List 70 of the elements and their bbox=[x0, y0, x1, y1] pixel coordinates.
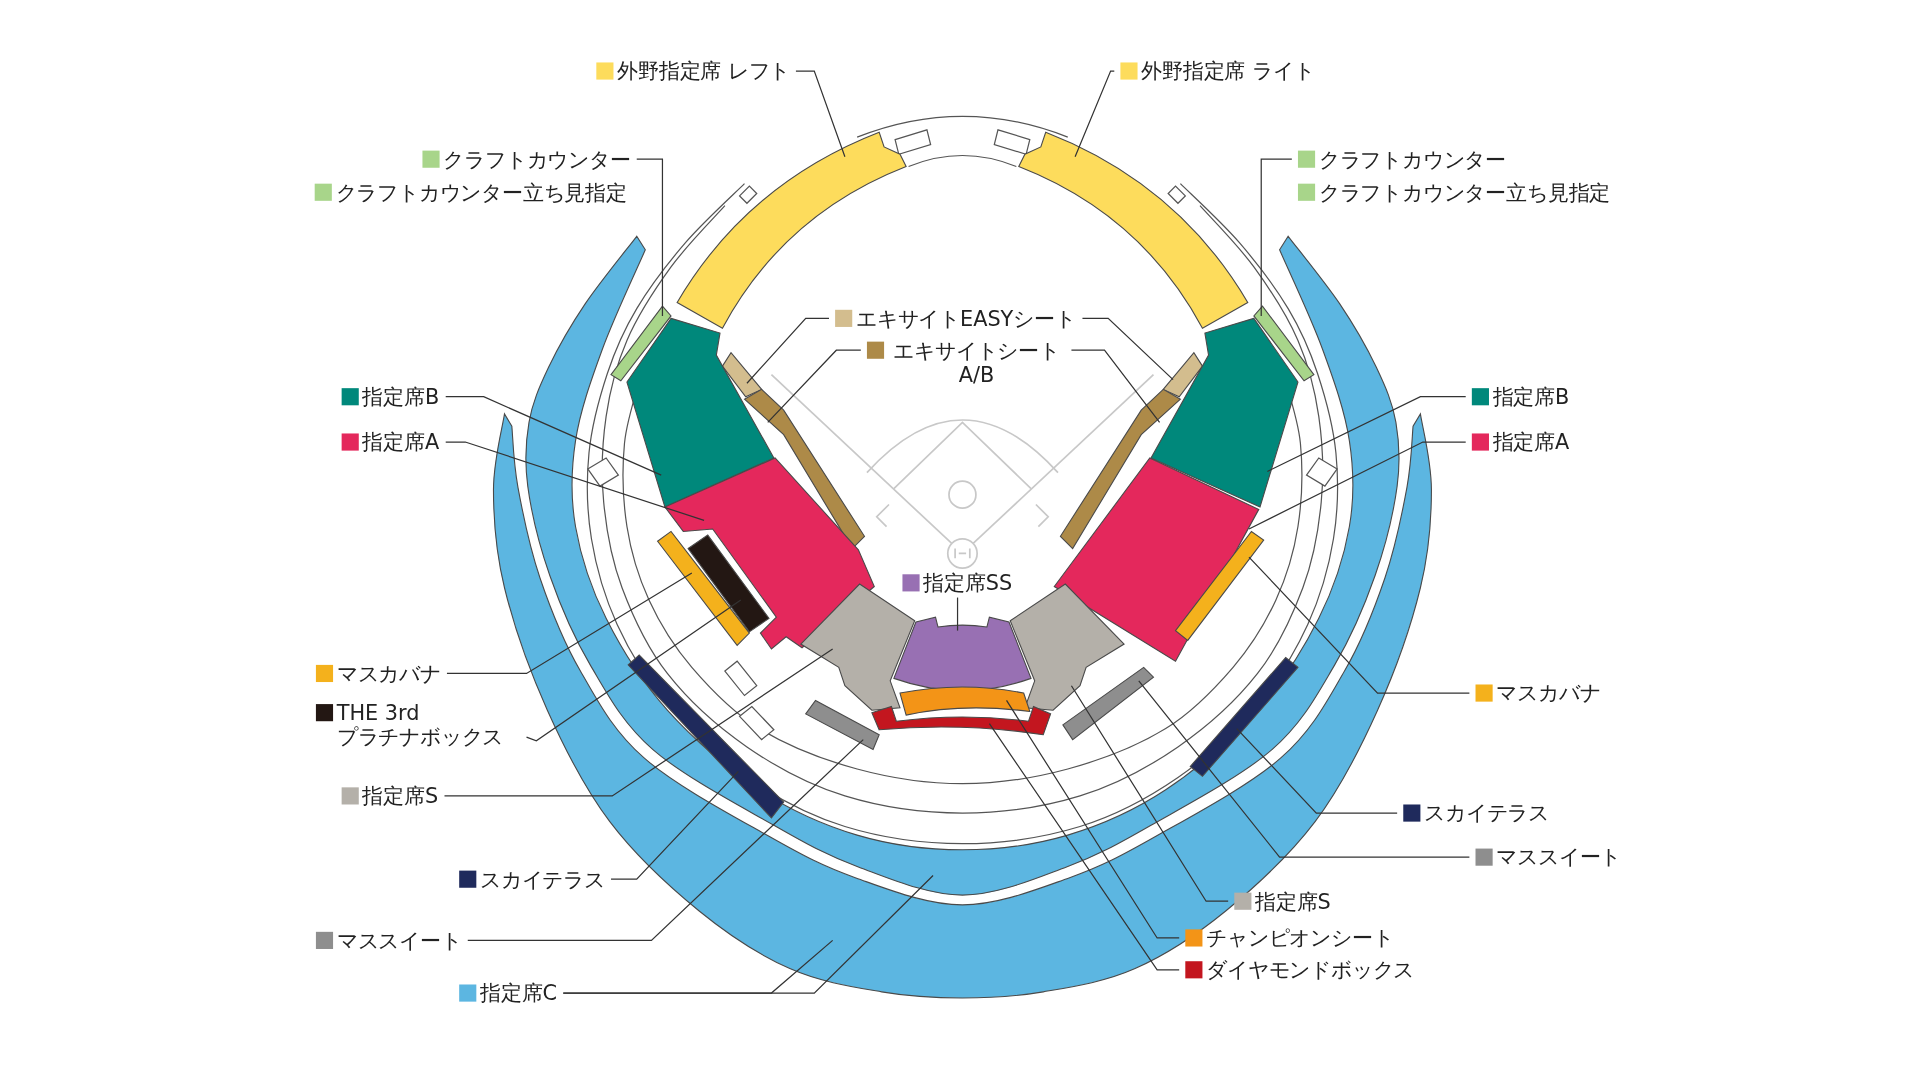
seat-section bbox=[1062, 666, 1155, 741]
leader-line bbox=[610, 770, 739, 880]
leader-line bbox=[1081, 317, 1174, 381]
seat-label: ダイヤモンドボックス bbox=[1206, 957, 1415, 983]
leader-line bbox=[1070, 685, 1229, 902]
leader-line bbox=[636, 158, 664, 317]
leader-line bbox=[767, 349, 862, 424]
leader-line bbox=[525, 599, 742, 742]
leader-line bbox=[746, 317, 830, 384]
seat-label: 指定席B bbox=[1492, 384, 1570, 409]
seat-section bbox=[871, 706, 1052, 736]
seat-label: 外野指定席 レフト bbox=[617, 58, 791, 84]
seat-section bbox=[1189, 656, 1299, 778]
leader-line bbox=[1266, 396, 1467, 473]
seat-label: 指定席A bbox=[362, 429, 440, 455]
leader-line bbox=[1260, 158, 1293, 317]
leader-line bbox=[445, 396, 662, 476]
leader-line bbox=[1070, 349, 1161, 424]
leader-line bbox=[467, 739, 864, 941]
leader-line bbox=[988, 723, 1180, 971]
seat-section bbox=[610, 305, 672, 382]
seat-label: THE 3rd プラチナボックス bbox=[336, 700, 505, 750]
leader-line bbox=[446, 572, 693, 675]
seat-label: スカイテラス bbox=[480, 866, 605, 892]
seat-section bbox=[656, 530, 751, 647]
seat-section bbox=[1053, 457, 1260, 662]
seat-label: 指定席SS bbox=[923, 570, 1013, 596]
seat-section bbox=[1162, 351, 1204, 398]
seat-section bbox=[721, 351, 763, 398]
leader-line bbox=[562, 874, 934, 994]
seat-section bbox=[1174, 530, 1265, 642]
leader-line bbox=[445, 441, 705, 521]
seat-label: マスカバナ bbox=[1496, 680, 1601, 706]
seat-label: 外野指定席 ライト bbox=[1141, 58, 1315, 84]
seat-label: エキサイトシート A/B bbox=[892, 337, 1061, 387]
seat-label: マススイート bbox=[336, 928, 462, 953]
seat-section bbox=[1253, 305, 1315, 382]
seat-label: 指定席A bbox=[1492, 429, 1570, 455]
leader-line bbox=[1236, 727, 1398, 814]
leader-line bbox=[795, 70, 846, 158]
seat-label: 指定席S bbox=[362, 783, 439, 809]
leader-line bbox=[443, 648, 834, 797]
seat-section bbox=[804, 699, 880, 751]
seat-label: クラフトカウンター立ち見指定 bbox=[335, 180, 627, 205]
seat-label: マスカバナ bbox=[336, 661, 441, 686]
seat-section bbox=[1059, 388, 1182, 550]
seat-label: エキサイトEASYシート bbox=[855, 306, 1076, 331]
seat-section bbox=[627, 654, 785, 819]
seat-section bbox=[899, 686, 1031, 716]
leader-line bbox=[1005, 699, 1180, 939]
seat-label: スカイテラス bbox=[1424, 800, 1549, 826]
seat-label: クラフトカウンター立ち見指定 bbox=[1318, 180, 1611, 205]
leader-line bbox=[1248, 556, 1470, 694]
seat-label: クラフトカウンター bbox=[1318, 146, 1507, 172]
seat-section bbox=[1150, 317, 1299, 508]
leader-line bbox=[956, 596, 959, 632]
seat-section bbox=[1009, 583, 1125, 711]
seat-label: 指定席S bbox=[1255, 889, 1331, 914]
seat-label: クラフトカウンター bbox=[443, 146, 631, 172]
leader-line bbox=[1248, 441, 1467, 530]
seat-label: 指定席C bbox=[480, 980, 557, 1006]
seat-label: チャンピオンシート bbox=[1206, 925, 1394, 951]
seat-label: 指定席B bbox=[362, 384, 440, 409]
leader-line bbox=[1138, 680, 1470, 858]
seat-section bbox=[799, 583, 916, 711]
seat-section bbox=[687, 534, 770, 633]
seat-section bbox=[664, 457, 875, 650]
seat-section bbox=[626, 317, 775, 508]
seat-label: マススイート bbox=[1496, 844, 1622, 870]
leader-line bbox=[1074, 70, 1115, 158]
